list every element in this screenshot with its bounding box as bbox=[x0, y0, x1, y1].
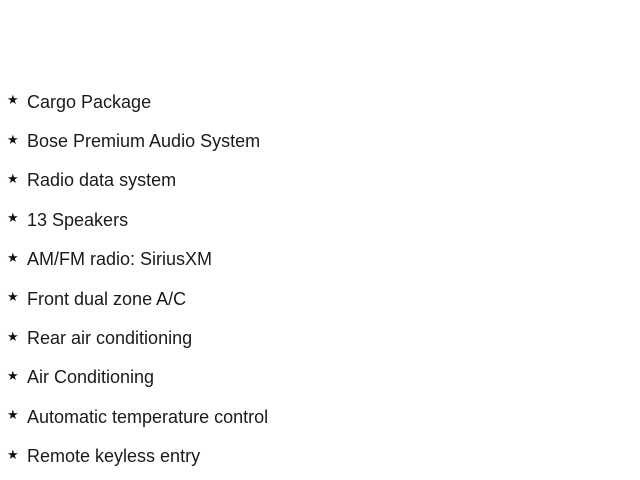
list-item: ★ Automatic temperature control bbox=[0, 397, 268, 436]
list-item: ★ Cargo Package bbox=[0, 82, 268, 121]
star-icon: ★ bbox=[7, 210, 19, 226]
feature-label: Bose Premium Audio System bbox=[27, 131, 261, 152]
feature-label: Remote keyless entry bbox=[27, 446, 201, 467]
list-item: ★ Radio data system bbox=[0, 161, 268, 200]
star-icon: ★ bbox=[7, 131, 19, 147]
list-item: ★ Rear air conditioning bbox=[0, 318, 268, 357]
feature-label: AM/FM radio: SiriusXM bbox=[27, 249, 213, 270]
star-icon: ★ bbox=[7, 170, 19, 186]
star-icon: ★ bbox=[7, 367, 19, 383]
list-item: ★ 13 Speakers bbox=[0, 200, 268, 239]
star-icon: ★ bbox=[7, 249, 19, 265]
list-item: ★ AM/FM radio: SiriusXM bbox=[0, 240, 268, 279]
feature-label: Cargo Package bbox=[27, 91, 152, 112]
list-item: ★ Remote keyless entry bbox=[0, 437, 268, 476]
list-item: ★ Bose Premium Audio System bbox=[0, 121, 268, 160]
feature-label: 13 Speakers bbox=[27, 209, 129, 230]
star-icon: ★ bbox=[7, 407, 19, 423]
feature-label: Radio data system bbox=[27, 170, 177, 191]
features-list: ★ Cargo Package ★ Bose Premium Audio Sys… bbox=[0, 82, 268, 476]
star-icon: ★ bbox=[7, 446, 19, 462]
feature-label: Front dual zone A/C bbox=[27, 288, 187, 309]
star-icon: ★ bbox=[7, 92, 19, 108]
feature-label: Air Conditioning bbox=[27, 367, 155, 388]
feature-label: Automatic temperature control bbox=[27, 406, 269, 427]
list-item: ★ Front dual zone A/C bbox=[0, 279, 268, 318]
list-item: ★ Air Conditioning bbox=[0, 358, 268, 397]
star-icon: ★ bbox=[7, 289, 19, 305]
feature-label: Rear air conditioning bbox=[27, 328, 193, 349]
star-icon: ★ bbox=[7, 328, 19, 344]
